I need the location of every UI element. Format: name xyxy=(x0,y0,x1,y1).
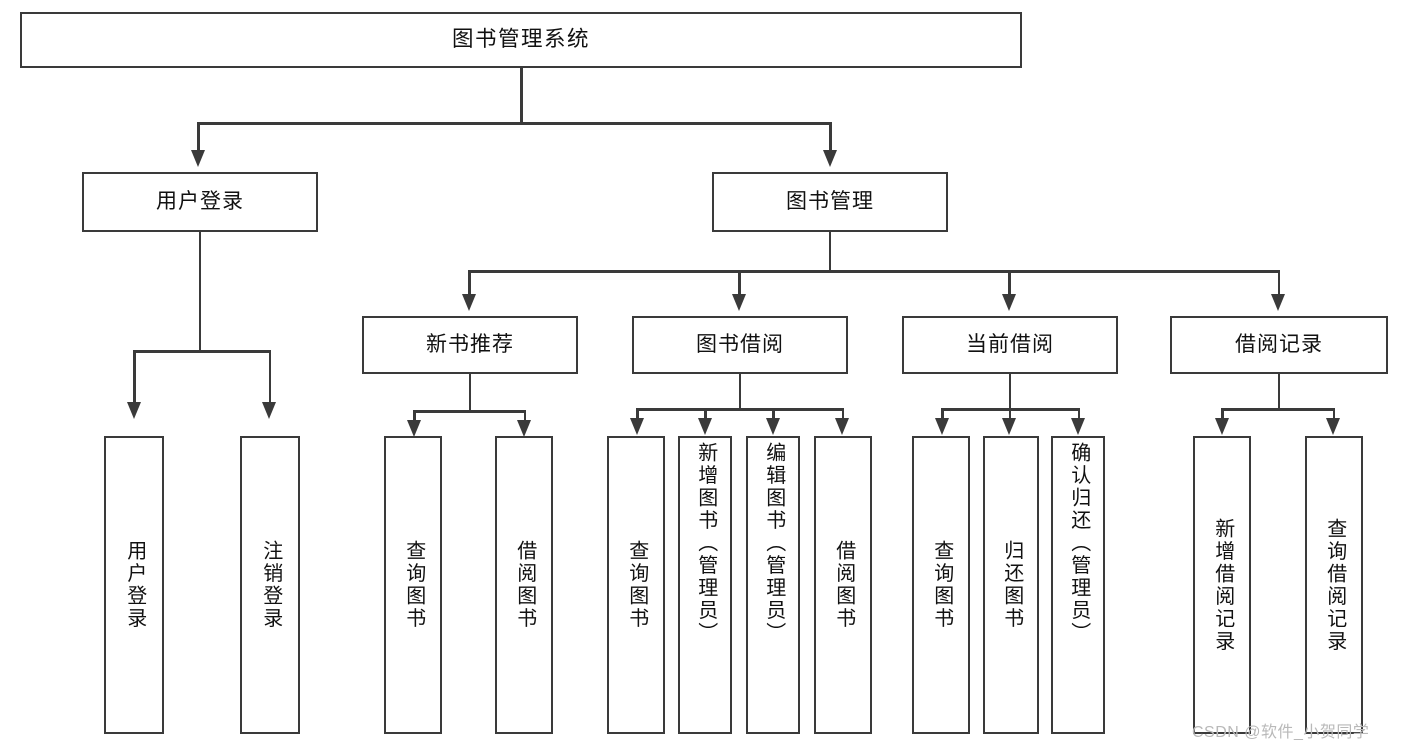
leaf-logout[interactable]: 注销登录 xyxy=(240,436,300,734)
node-label: 图书管理 xyxy=(786,189,874,213)
connector-root-bar xyxy=(197,122,831,125)
connector-borrowrecord-drop-1 xyxy=(1221,408,1224,422)
leaf-confirm-return[interactable]: 确认归还（管理员） xyxy=(1051,436,1105,734)
leaf-label: 确认归还（管理员） xyxy=(1067,442,1090,645)
leaf-label: 编辑图书（管理员） xyxy=(762,442,785,645)
arrow-to-user-login xyxy=(190,150,205,167)
leaf-return-book[interactable]: 归还图书 xyxy=(983,436,1039,734)
arrow-to-book-manage xyxy=(822,150,837,167)
arrow-to-leaf-query-book-3 xyxy=(934,418,949,435)
arrow-to-borrow-record xyxy=(1271,294,1285,311)
node-label: 当前借阅 xyxy=(966,332,1054,356)
connector-bookborrow-drop-1 xyxy=(636,408,639,422)
connector-userlogin-drop-1 xyxy=(133,350,136,404)
node-label: 借阅记录 xyxy=(1235,332,1323,356)
connector-currentborrow-drop-2 xyxy=(1008,408,1011,422)
leaf-query-book-borrow[interactable]: 查询图书 xyxy=(607,436,665,734)
node-new-book-recommend[interactable]: 新书推荐 xyxy=(362,316,578,374)
connector-bookborrow-drop-3 xyxy=(772,408,775,422)
arrow-to-leaf-logout xyxy=(262,402,276,419)
connector-currentborrow-drop-3 xyxy=(1077,408,1080,422)
arrow-to-leaf-query-book-2 xyxy=(629,418,644,435)
leaf-label: 新增借阅记录 xyxy=(1211,517,1234,653)
node-label: 图书借阅 xyxy=(696,332,784,356)
connector-bookmanage-stem xyxy=(828,232,831,270)
arrow-to-leaf-confirm-return xyxy=(1071,418,1085,435)
connector-bookborrow-drop-2 xyxy=(704,408,707,422)
node-user-login[interactable]: 用户登录 xyxy=(82,172,318,232)
connector-bookmanage-drop-3 xyxy=(1008,270,1011,296)
node-borrow-record[interactable]: 借阅记录 xyxy=(1170,316,1388,374)
leaf-user-login[interactable]: 用户登录 xyxy=(104,436,164,734)
node-book-manage[interactable]: 图书管理 xyxy=(712,172,948,232)
leaf-label: 归还图书 xyxy=(1000,540,1023,630)
leaf-label: 借阅图书 xyxy=(513,540,536,630)
connector-userlogin-stem xyxy=(198,232,201,350)
connector-newbook-stem xyxy=(468,374,471,410)
leaf-query-borrow-record[interactable]: 查询借阅记录 xyxy=(1305,436,1363,734)
arrow-to-leaf-add-book xyxy=(697,418,712,435)
arrow-to-leaf-query-record xyxy=(1326,418,1340,435)
leaf-query-book-recommend[interactable]: 查询图书 xyxy=(384,436,442,734)
node-book-borrow[interactable]: 图书借阅 xyxy=(632,316,848,374)
leaf-label: 查询图书 xyxy=(625,540,648,630)
node-label: 用户登录 xyxy=(156,189,244,213)
leaf-add-borrow-record[interactable]: 新增借阅记录 xyxy=(1193,436,1251,734)
leaf-label: 查询借阅记录 xyxy=(1323,517,1346,653)
leaf-borrow-book-recommend[interactable]: 借阅图书 xyxy=(495,436,553,734)
arrow-to-leaf-add-record xyxy=(1214,418,1229,435)
leaf-borrow-book[interactable]: 借阅图书 xyxy=(814,436,872,734)
connector-root-drop-1 xyxy=(197,122,200,152)
connector-userlogin-drop-2 xyxy=(268,350,271,404)
arrow-to-leaf-edit-book xyxy=(765,418,780,435)
connector-bookborrow-drop-4 xyxy=(841,408,844,422)
connector-newbook-bar xyxy=(413,410,526,413)
leaf-query-book-current[interactable]: 查询图书 xyxy=(912,436,970,734)
connector-root-stem xyxy=(520,68,523,122)
connector-newbook-drop-2 xyxy=(523,410,526,424)
connector-bookmanage-drop-2 xyxy=(738,270,741,296)
leaf-label: 借阅图书 xyxy=(832,540,855,630)
connector-borrowrecord-drop-2 xyxy=(1332,408,1335,422)
arrow-to-leaf-user-login xyxy=(126,402,141,419)
arrow-to-leaf-return-book xyxy=(1002,418,1016,435)
arrow-to-book-borrow xyxy=(731,294,746,311)
connector-bookborrow-stem xyxy=(738,374,741,408)
leaf-edit-book[interactable]: 编辑图书（管理员） xyxy=(746,436,800,734)
connector-borrowrecord-bar xyxy=(1221,408,1335,411)
node-label: 新书推荐 xyxy=(426,332,514,356)
connector-currentborrow-drop-1 xyxy=(941,408,944,422)
arrow-to-leaf-query-book-1 xyxy=(406,420,421,437)
connector-bookmanage-bar xyxy=(468,270,1280,273)
arrow-to-leaf-borrow-book-1 xyxy=(517,420,531,437)
connector-bookborrow-bar xyxy=(636,408,844,411)
leaf-label: 注销登录 xyxy=(259,540,282,630)
leaf-label: 用户登录 xyxy=(123,540,146,630)
connector-bookmanage-drop-1 xyxy=(468,270,471,296)
leaf-add-book[interactable]: 新增图书（管理员） xyxy=(678,436,732,734)
connector-borrowrecord-stem xyxy=(1277,374,1280,408)
arrow-to-new-book xyxy=(461,294,476,311)
arrow-to-current-borrow xyxy=(1001,294,1016,311)
connector-userlogin-bar xyxy=(133,350,271,353)
connector-bookmanage-drop-4 xyxy=(1277,270,1280,296)
node-current-borrow[interactable]: 当前借阅 xyxy=(902,316,1118,374)
connector-root-drop-2 xyxy=(829,122,832,152)
node-label: 图书管理系统 xyxy=(451,27,590,52)
connector-newbook-drop-1 xyxy=(413,410,416,424)
leaf-label: 查询图书 xyxy=(402,540,425,630)
leaf-label: 新增图书（管理员） xyxy=(694,442,717,645)
node-root-system[interactable]: 图书管理系统 xyxy=(20,12,1022,68)
leaf-label: 查询图书 xyxy=(930,540,953,630)
connector-currentborrow-stem xyxy=(1008,374,1011,408)
arrow-to-leaf-borrow-book-2 xyxy=(835,418,849,435)
